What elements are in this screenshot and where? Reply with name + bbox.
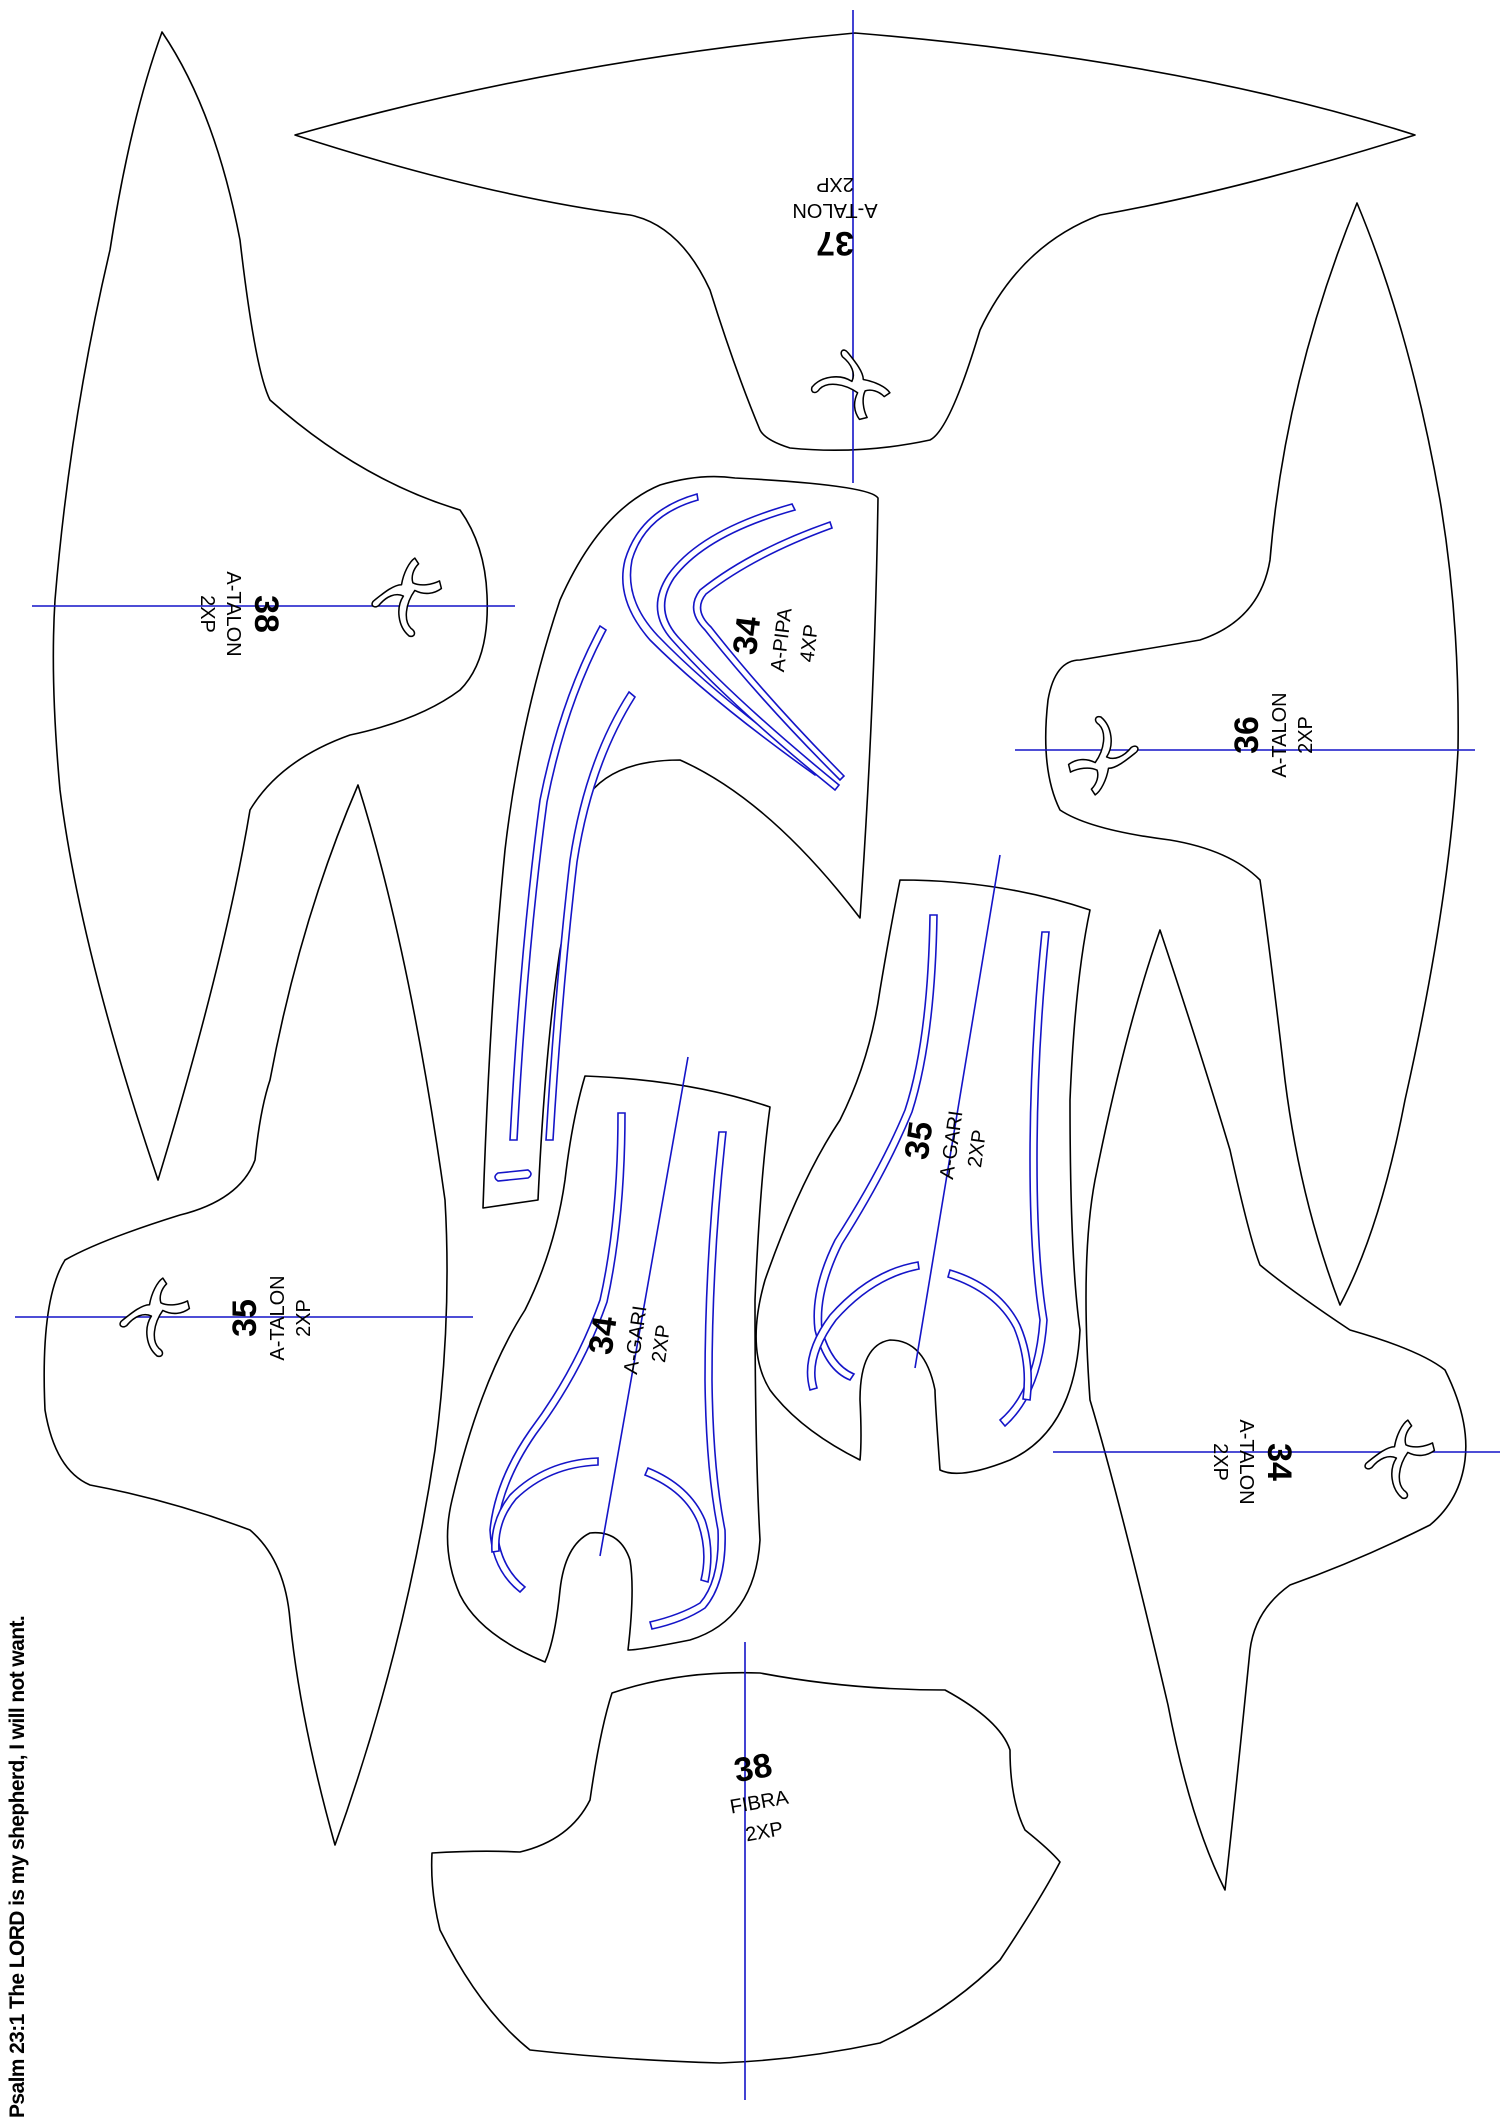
gari-34-grain-line xyxy=(599,1056,689,1557)
verse-caption: Psalm 23:1 The LORD is my shepherd, I wi… xyxy=(6,1616,29,2118)
piece-gari-35: 35 A-GARI 2XP xyxy=(755,854,1091,1475)
gari-35-qty: 2XP xyxy=(964,1128,991,1169)
gari-35-size: 35 xyxy=(898,1119,941,1162)
talon-34-name: A-TALON xyxy=(1235,1419,1257,1504)
piece-talon-34: 34 A-TALON 2XP xyxy=(1053,929,1500,1891)
pipa-34-qty: 4XP xyxy=(796,623,822,663)
piece-talon-35: 35 A-TALON 2XP xyxy=(15,784,473,1846)
gari-35-outline xyxy=(755,879,1091,1475)
talon-37-qty: 2XP xyxy=(816,173,854,195)
pipa-34-size: 34 xyxy=(726,614,768,656)
fibra-38-outline xyxy=(430,1671,1061,2064)
piece-talon-37: 37 A-TALON 2XP xyxy=(294,10,1416,483)
piece-pipa-34: 34 A-PIPA 4XP xyxy=(482,475,879,1209)
talon-36-size: 36 xyxy=(1228,716,1266,754)
piece-talon-36: 36 A-TALON 2XP xyxy=(1015,202,1475,1306)
gari-34-size: 34 xyxy=(582,1314,625,1357)
talon-34-size: 34 xyxy=(1260,1443,1298,1481)
talon-37-name: A-TALON xyxy=(792,199,877,221)
talon-35-size: 35 xyxy=(226,1299,264,1337)
gari-34-qty: 2XP xyxy=(648,1323,675,1364)
talon-34-qty: 2XP xyxy=(1209,1443,1231,1481)
fibra-38-size: 38 xyxy=(731,1746,775,1790)
piece-talon-38: 38 A-TALON 2XP xyxy=(32,31,515,1181)
talon-34-outline xyxy=(1085,929,1467,1891)
talon-36-outline xyxy=(1044,202,1459,1306)
talon-35-outline xyxy=(43,784,448,1846)
gari-34-outline xyxy=(446,1075,771,1663)
talon-35-qty: 2XP xyxy=(293,1299,315,1337)
gari-35-stitch-lines xyxy=(806,914,1050,1428)
talon-37-outline xyxy=(294,32,1416,452)
talon-38-size: 38 xyxy=(247,595,285,633)
talon-35-name: A-TALON xyxy=(267,1275,289,1360)
talon-36-qty: 2XP xyxy=(1295,716,1317,754)
gari-34-stitch-lines xyxy=(489,1112,727,1630)
piece-fibra-38: 38 FIBRA 2XP xyxy=(430,1642,1061,2100)
talon-36-name: A-TALON xyxy=(1269,692,1291,777)
pipa-34-stitch-lines xyxy=(494,492,846,1182)
gari-35-grain-line xyxy=(914,854,1001,1369)
piece-gari-34: 34 A-GARI 2XP xyxy=(446,1056,771,1663)
talon-38-qty: 2XP xyxy=(196,595,218,633)
talon-37-size: 37 xyxy=(816,224,854,262)
talon-38-name: A-TALON xyxy=(222,571,244,656)
